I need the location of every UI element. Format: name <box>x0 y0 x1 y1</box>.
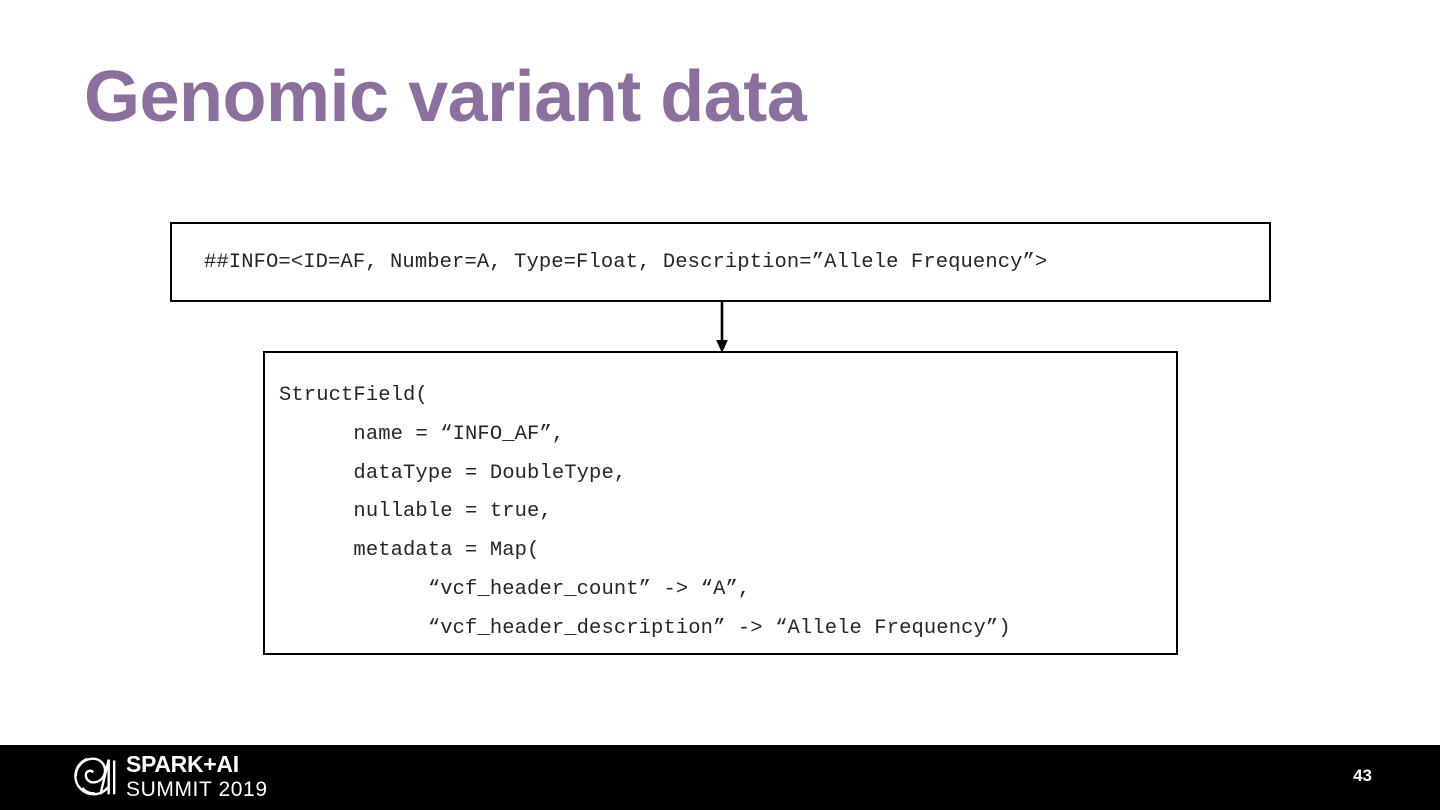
structfield-code-text: StructField( name = “INFO_AF”, dataType … <box>279 384 1011 640</box>
page-number: 43 <box>1353 766 1372 785</box>
logo-text-spark-ai: SPARK+AI <box>126 750 239 777</box>
logo-wordmark: SPARK+AI SUMMIT 2019 <box>126 750 268 801</box>
vcf-header-code-text: ##INFO=<ID=AF, Number=A, Type=Float, Des… <box>204 250 1048 274</box>
spark-summit-spiral-logo-icon <box>74 756 116 796</box>
vcf-header-code-box: ##INFO=<ID=AF, Number=A, Type=Float, Des… <box>170 222 1271 302</box>
down-arrow-icon <box>712 300 732 354</box>
structfield-code-box: StructField( name = “INFO_AF”, dataType … <box>263 351 1178 655</box>
page-title: Genomic variant data <box>84 57 807 137</box>
spark-summit-logo: SPARK+AI SUMMIT 2019 <box>72 752 268 800</box>
logo-text-summit-2019: SUMMIT 2019 <box>126 777 268 801</box>
footer-bar <box>0 745 1440 810</box>
